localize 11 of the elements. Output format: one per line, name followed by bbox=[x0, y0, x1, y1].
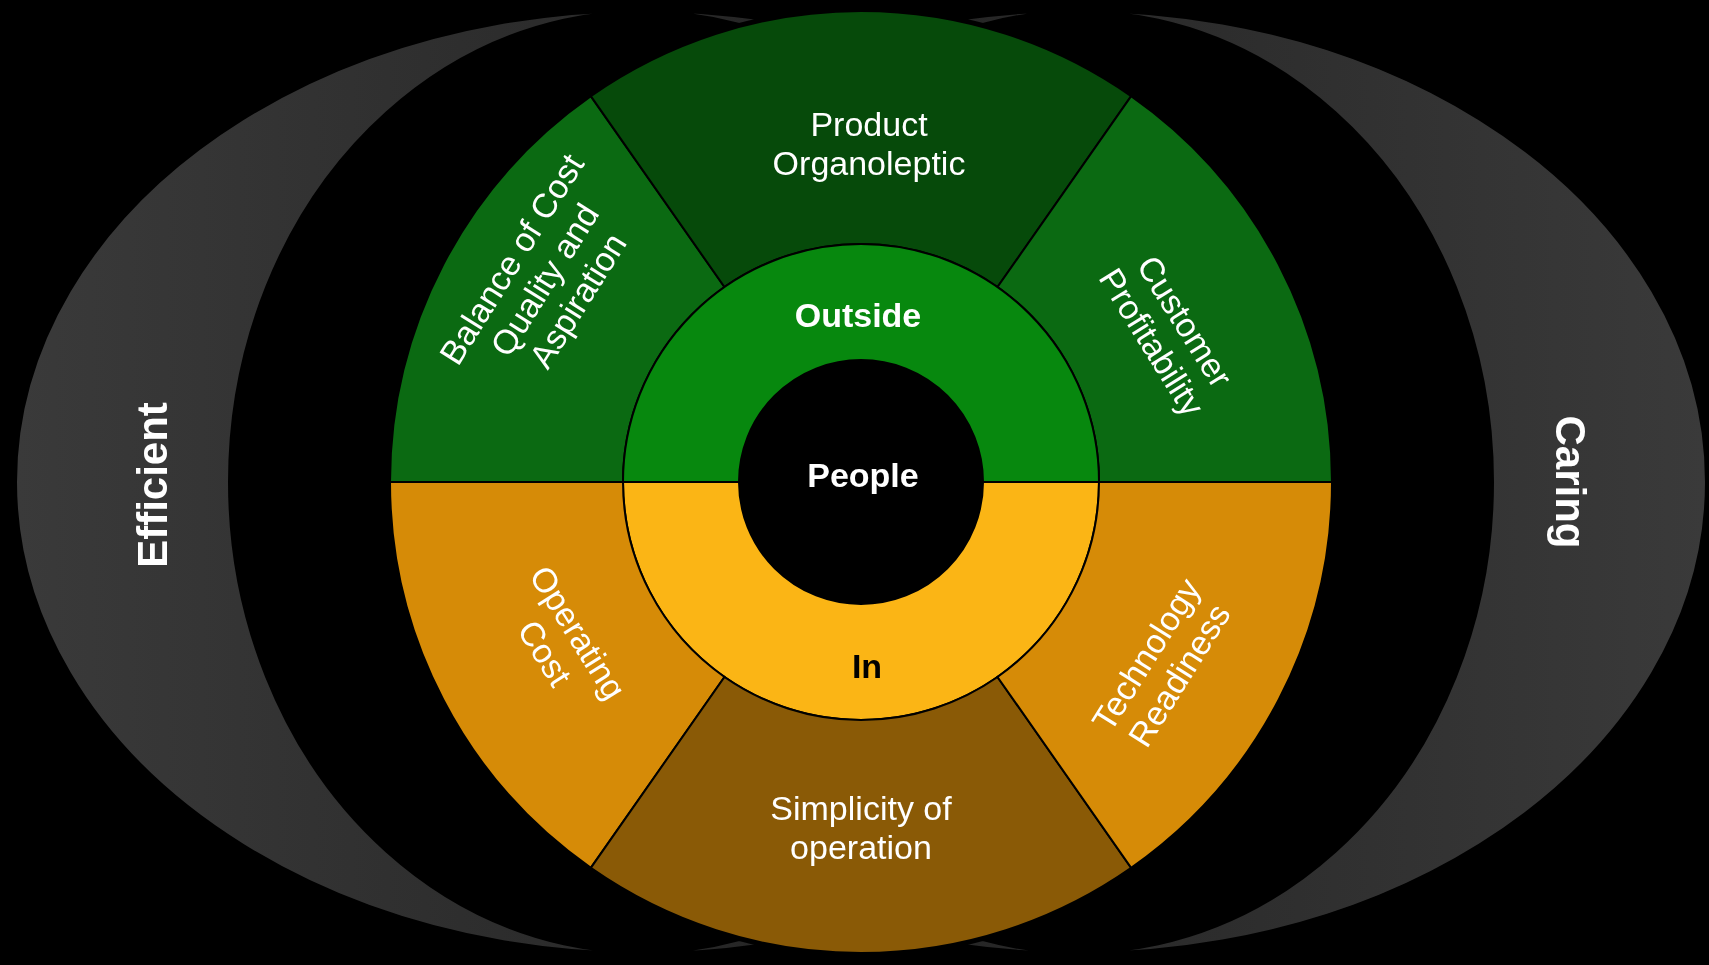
ring-segment bbox=[996, 481, 1333, 869]
segment-label: Caring bbox=[1546, 414, 1595, 551]
segment-label: Product Organoleptic bbox=[771, 104, 967, 184]
segment-label: People bbox=[806, 456, 920, 496]
segment-label: Efficient bbox=[128, 401, 177, 570]
segment-label: Simplicity of operation bbox=[769, 788, 953, 868]
ring-segment bbox=[389, 95, 726, 483]
ring-segment bbox=[389, 481, 726, 869]
segment-label: Outside bbox=[793, 296, 923, 336]
ring-segment bbox=[996, 95, 1333, 483]
segment-label: In bbox=[850, 647, 884, 687]
